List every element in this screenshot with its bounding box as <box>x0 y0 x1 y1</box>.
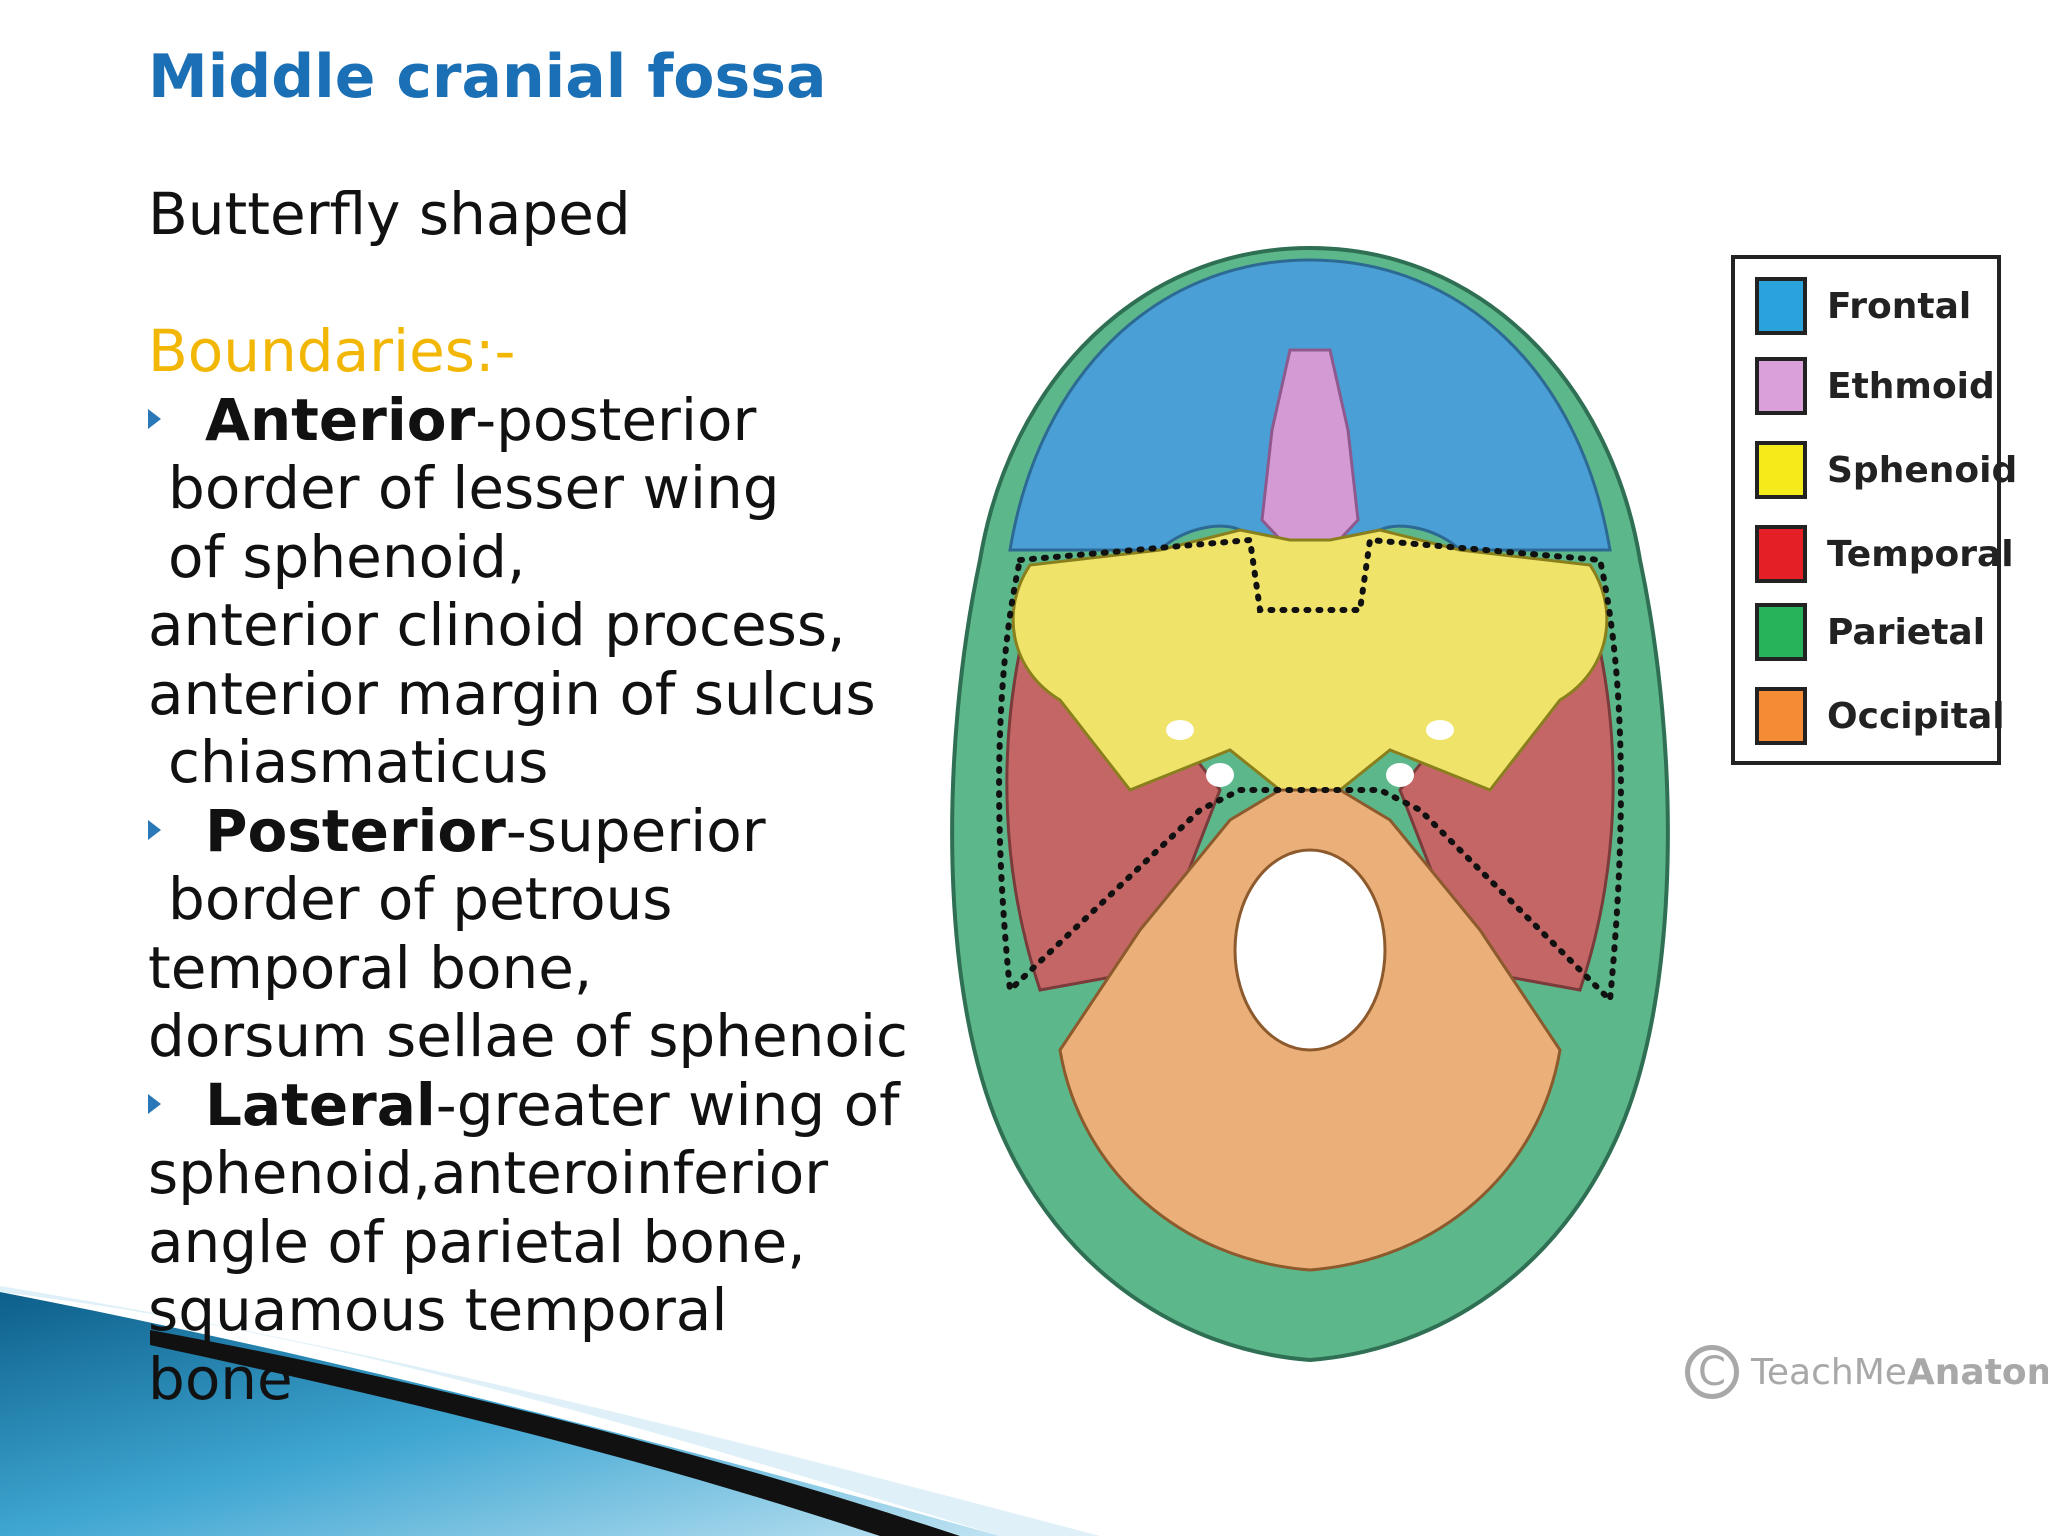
watermark-text: TeachMeAnatomy <box>1751 1352 2048 1393</box>
sphenoid-region <box>1011 528 1609 792</box>
anterior-line4: anterior clinoid process, <box>148 591 846 659</box>
bullet-arrow-icon <box>148 1094 161 1115</box>
slide-title: Middle cranial fossa <box>148 42 827 112</box>
posterior-line1: -superior <box>505 796 766 865</box>
bullet-arrow-icon <box>148 409 161 430</box>
boundaries-text: Butterfly shaped Boundaries:- Anterior-p… <box>148 180 928 1413</box>
legend-item-ethmoid: Ethmoid <box>1755 353 1995 419</box>
legend-swatch-parietal <box>1755 603 1807 661</box>
legend-swatch-temporal <box>1755 525 1807 583</box>
boundaries-heading: Boundaries:- <box>148 317 516 385</box>
posterior-line3: temporal bone, <box>148 933 593 1002</box>
anterior-line6: chiasmaticus <box>168 728 549 796</box>
foramen-magnum <box>1233 848 1387 1052</box>
subtitle: Butterfly shaped <box>148 180 631 248</box>
lateral-label: Lateral <box>205 1070 436 1139</box>
legend-item-occipital: Occipital <box>1755 683 2005 749</box>
posterior-label: Posterior <box>205 796 506 865</box>
posterior-line4: dorsum sellae of sphenoic <box>148 1002 908 1070</box>
legend-item-frontal: Frontal <box>1755 273 1971 339</box>
watermark-text-light: TeachMe <box>1751 1351 1907 1393</box>
legend-label-ethmoid: Ethmoid <box>1827 365 1995 407</box>
lateral-line4: squamous temporal <box>148 1276 728 1344</box>
lateral-bullet: Lateral-greater wing of <box>148 1071 928 1140</box>
bullet-arrow-icon <box>148 820 161 841</box>
posterior-bullet: Posterior-superior <box>148 797 928 866</box>
lateral-line5: bone <box>148 1344 293 1413</box>
legend-label-parietal: Parietal <box>1827 611 1986 653</box>
lateral-line1: -greater wing of <box>435 1070 900 1139</box>
legend-swatch-frontal <box>1755 277 1807 335</box>
bone-legend: Frontal Ethmoid Sphenoid Temporal Pariet… <box>1731 255 2017 765</box>
posterior-line2: border of petrous <box>168 865 673 933</box>
skull-base-diagram <box>950 245 1670 1363</box>
lateral-line2: sphenoid,anteroinferior <box>148 1139 829 1207</box>
middle-fossa-boundary <box>996 536 1624 1007</box>
legend-item-parietal: Parietal <box>1755 599 1985 665</box>
anterior-bullet: Anterior-posterior <box>148 386 928 455</box>
lateral-line3: angle of parietal bone, <box>148 1207 806 1276</box>
teachmeanatomy-watermark: C TeachMeAnatomy <box>1685 1345 2048 1399</box>
legend-label-temporal: Temporal <box>1827 533 2014 575</box>
anterior-line3: of sphenoid, <box>168 522 526 591</box>
legend-label-frontal: Frontal <box>1827 285 1972 327</box>
legend-swatch-ethmoid <box>1755 357 1807 415</box>
anterior-label: Anterior <box>205 385 476 454</box>
legend-swatch-sphenoid <box>1755 441 1807 499</box>
anterior-line2: border of lesser wing <box>168 454 780 522</box>
legend-swatch-occipital <box>1755 687 1807 745</box>
anterior-line5: anterior margin of sulcus <box>148 659 876 728</box>
anterior-line1: -posterior <box>475 385 757 454</box>
legend-item-sphenoid: Sphenoid <box>1755 437 2017 503</box>
legend-label-sphenoid: Sphenoid <box>1827 449 2018 491</box>
copyright-icon: C <box>1685 1345 1739 1399</box>
watermark-text-bold: Anatomy <box>1906 1351 2048 1393</box>
legend-item-temporal: Temporal <box>1755 521 2014 587</box>
legend-label-occipital: Occipital <box>1827 695 2005 737</box>
